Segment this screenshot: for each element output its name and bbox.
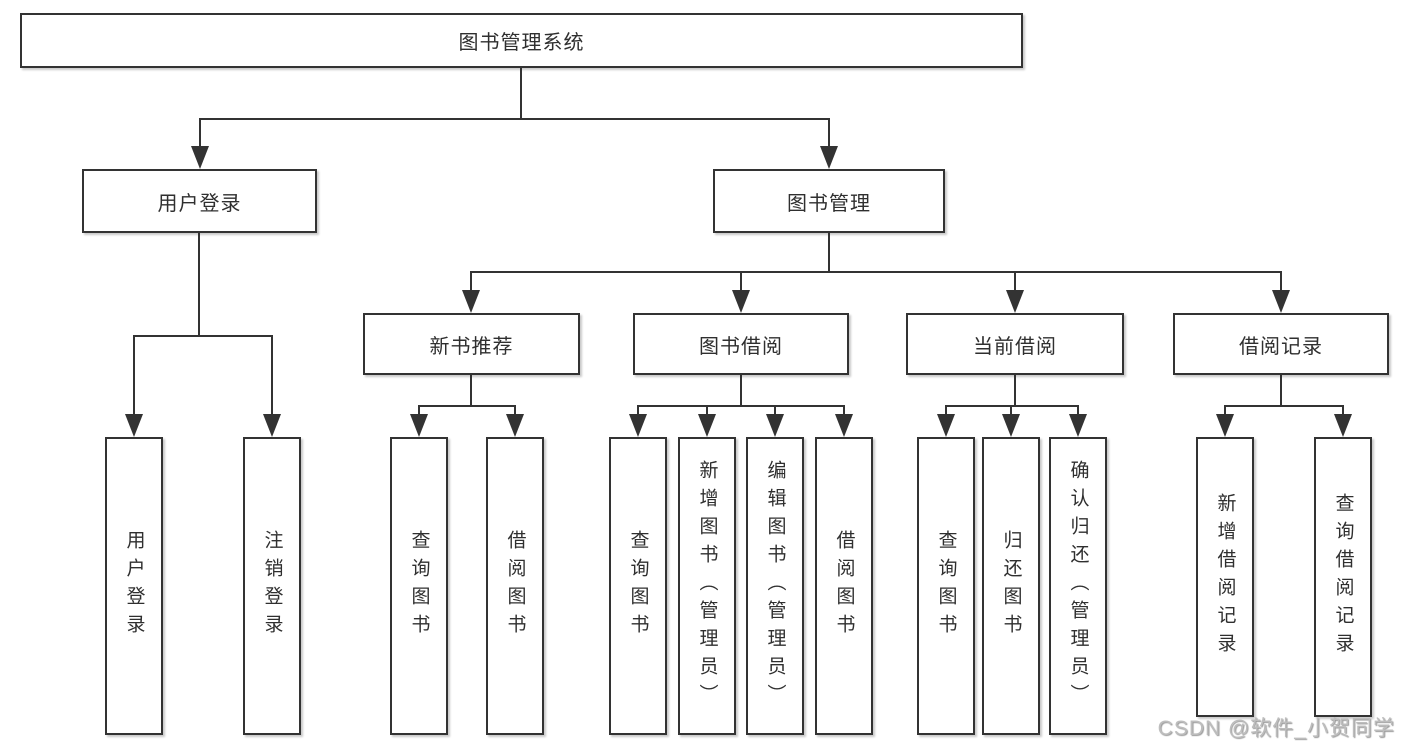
arrow-down-bb-add xyxy=(698,414,716,437)
arrow-down-br-add xyxy=(1216,414,1234,437)
arrow-down-cb-confirm xyxy=(1069,414,1087,437)
arrow-down-nb-borrow xyxy=(506,414,524,437)
node-user-login: 用户登录 xyxy=(82,169,317,233)
connector-borrowing-stem-3 xyxy=(774,405,776,416)
connector-userlogin-rail xyxy=(133,335,273,337)
node-new-book-recommend: 新书推荐 xyxy=(363,313,580,375)
node-leaf-nb-query-books-label: 查询图书 xyxy=(408,530,430,642)
node-leaf-br-query-record-label: 查询借阅记录 xyxy=(1332,493,1354,661)
connector-bookmgmt-stem-4 xyxy=(1280,271,1282,293)
connector-current-stem-3 xyxy=(1077,405,1079,416)
connector-newbook-stem-1 xyxy=(418,405,420,416)
connector-root-stem-left xyxy=(199,118,201,150)
node-leaf-nb-query-books: 查询图书 xyxy=(390,437,448,735)
node-leaf-bb-borrow-books-label: 借阅图书 xyxy=(833,530,855,642)
connector-root-drop xyxy=(520,66,522,120)
connector-root-rail xyxy=(199,118,830,120)
arrow-down-book-borrowing xyxy=(732,290,750,313)
node-borrowing-records: 借阅记录 xyxy=(1173,313,1389,375)
node-root-label: 图书管理系统 xyxy=(458,32,585,54)
connector-borrowing-drop xyxy=(740,373,742,407)
node-leaf-nb-borrow-books-label: 借阅图书 xyxy=(504,530,526,642)
arrow-down-current-borrowing xyxy=(1006,290,1024,313)
connector-newbook-rail xyxy=(418,405,516,407)
arrow-down-new-book-recommend xyxy=(462,290,480,313)
arrow-down-leaf-user-login xyxy=(125,414,143,437)
connector-userlogin-stem-1 xyxy=(133,335,135,417)
connector-records-drop xyxy=(1280,373,1282,407)
arrow-down-borrowing-records xyxy=(1272,290,1290,313)
arrow-down-bb-edit xyxy=(766,414,784,437)
node-leaf-bb-query-books-label: 查询图书 xyxy=(627,530,649,642)
node-leaf-bb-edit-book-admin-label: 编辑图书（管理员） xyxy=(764,460,786,712)
connector-records-stem-1 xyxy=(1224,405,1226,416)
node-current-borrowing: 当前借阅 xyxy=(906,313,1124,375)
connector-newbook-drop xyxy=(470,373,472,407)
node-leaf-logout: 注销登录 xyxy=(243,437,301,735)
node-leaf-cb-query-books-label: 查询图书 xyxy=(935,530,957,642)
connector-userlogin-drop xyxy=(198,231,200,337)
connector-bookmgmt-rail xyxy=(470,271,1282,273)
arrow-down-cb-return xyxy=(1002,414,1020,437)
node-leaf-cb-query-books: 查询图书 xyxy=(917,437,975,735)
node-root: 图书管理系统 xyxy=(20,13,1023,68)
node-leaf-br-add-record: 新增借阅记录 xyxy=(1196,437,1254,717)
node-leaf-bb-borrow-books: 借阅图书 xyxy=(815,437,873,735)
connector-root-stem-right xyxy=(828,118,830,150)
arrow-down-br-query xyxy=(1334,414,1352,437)
node-leaf-cb-confirm-return-admin-label: 确认归还（管理员） xyxy=(1067,460,1089,712)
connector-borrowing-rail xyxy=(637,405,845,407)
node-leaf-br-add-record-label: 新增借阅记录 xyxy=(1214,493,1236,661)
connector-current-stem-2 xyxy=(1010,405,1012,416)
arrow-down-bb-query xyxy=(629,414,647,437)
connector-current-drop xyxy=(1014,373,1016,407)
connector-bookmgmt-stem-3 xyxy=(1014,271,1016,293)
node-leaf-nb-borrow-books: 借阅图书 xyxy=(486,437,544,735)
node-leaf-bb-add-book-admin-label: 新增图书（管理员） xyxy=(696,460,718,712)
connector-bookmgmt-drop xyxy=(828,231,830,273)
watermark: CSDN @软件_小贺同学 xyxy=(1157,717,1395,740)
connector-bookmgmt-stem-2 xyxy=(740,271,742,293)
node-leaf-bb-add-book-admin: 新增图书（管理员） xyxy=(678,437,736,735)
arrow-down-nb-query xyxy=(410,414,428,437)
node-leaf-user-login: 用户登录 xyxy=(105,437,163,735)
node-book-borrowing-label: 图书借阅 xyxy=(699,335,783,358)
connector-current-rail xyxy=(945,405,1079,407)
node-book-borrowing: 图书借阅 xyxy=(633,313,849,375)
node-borrowing-records-label: 借阅记录 xyxy=(1239,335,1323,358)
node-leaf-bb-query-books: 查询图书 xyxy=(609,437,667,735)
node-leaf-br-query-record: 查询借阅记录 xyxy=(1314,437,1372,717)
node-leaf-cb-return-book: 归还图书 xyxy=(982,437,1040,735)
connector-borrowing-stem-1 xyxy=(637,405,639,416)
connector-userlogin-stem-2 xyxy=(271,335,273,417)
arrow-down-leaf-logout xyxy=(263,414,281,437)
connector-borrowing-stem-4 xyxy=(843,405,845,416)
node-user-login-label: 用户登录 xyxy=(157,192,242,215)
connector-bookmgmt-stem-1 xyxy=(470,271,472,293)
node-leaf-logout-label: 注销登录 xyxy=(261,530,283,642)
node-book-management: 图书管理 xyxy=(713,169,945,233)
arrow-down-bb-borrow xyxy=(835,414,853,437)
connector-records-stem-2 xyxy=(1342,405,1344,416)
node-leaf-cb-confirm-return-admin: 确认归还（管理员） xyxy=(1049,437,1107,735)
node-current-borrowing-label: 当前借阅 xyxy=(973,335,1057,358)
arrow-down-cb-query xyxy=(937,414,955,437)
arrow-down-user-login xyxy=(191,146,209,169)
connector-records-rail xyxy=(1224,405,1344,407)
node-new-book-recommend-label: 新书推荐 xyxy=(429,335,514,358)
node-leaf-cb-return-book-label: 归还图书 xyxy=(1000,530,1022,642)
node-leaf-user-login-label: 用户登录 xyxy=(123,530,145,642)
connector-current-stem-1 xyxy=(945,405,947,416)
connector-borrowing-stem-2 xyxy=(706,405,708,416)
node-book-management-label: 图书管理 xyxy=(787,192,871,215)
node-leaf-bb-edit-book-admin: 编辑图书（管理员） xyxy=(746,437,804,735)
arrow-down-book-management xyxy=(820,146,838,169)
connector-newbook-stem-2 xyxy=(514,405,516,416)
